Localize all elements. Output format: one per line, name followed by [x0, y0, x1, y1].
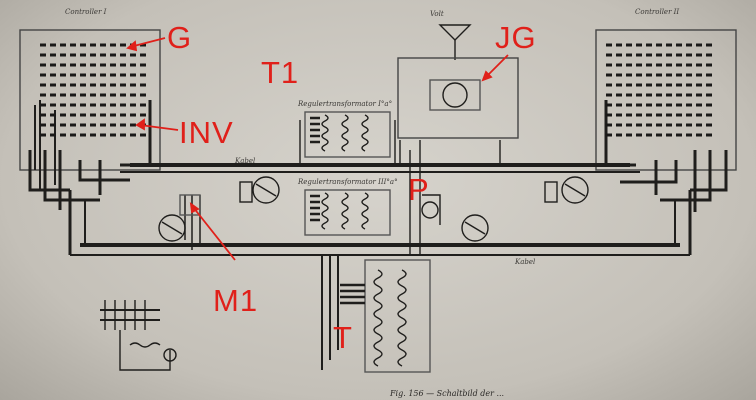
controller-left-label: Controller I: [65, 8, 107, 16]
motor-right-1: [461, 214, 489, 242]
transformer-t: [321, 150, 431, 373]
right-controller: [595, 29, 737, 212]
volt-label: Volt: [430, 10, 444, 18]
label-g: G: [167, 20, 193, 55]
figure-caption: Fig. 156 — Schaltbild der ...: [390, 389, 505, 398]
kabel-bottom-label: Kabel: [515, 258, 536, 266]
controller-contacts-left: [40, 43, 150, 137]
controller-contacts-right: [606, 43, 716, 137]
transformer-t1: [299, 111, 396, 165]
pump-p: [421, 194, 441, 225]
motor-right-2: [544, 176, 589, 204]
label-p: P: [408, 172, 430, 207]
annotation-arrows: [126, 37, 509, 261]
transformer-middle: [304, 189, 391, 236]
label-t: T: [333, 320, 353, 355]
controller-right-label: Controller II: [635, 8, 680, 16]
auxiliary-diagram: [100, 300, 177, 371]
reg-transformer-mid-label: Regulertransformator III°a°: [298, 178, 398, 186]
label-m1: M1: [213, 283, 259, 318]
label-inv: INV: [179, 115, 234, 150]
kabel-top-label: Kabel: [235, 157, 256, 165]
generator-box: [397, 24, 519, 165]
label-t1: T1: [261, 55, 300, 90]
reg-transformer-top-label: Regulertransformator I°a°: [298, 100, 393, 108]
motor-m1: [158, 194, 201, 250]
motor-left-2: [239, 176, 280, 204]
label-jg: JG: [495, 20, 537, 55]
